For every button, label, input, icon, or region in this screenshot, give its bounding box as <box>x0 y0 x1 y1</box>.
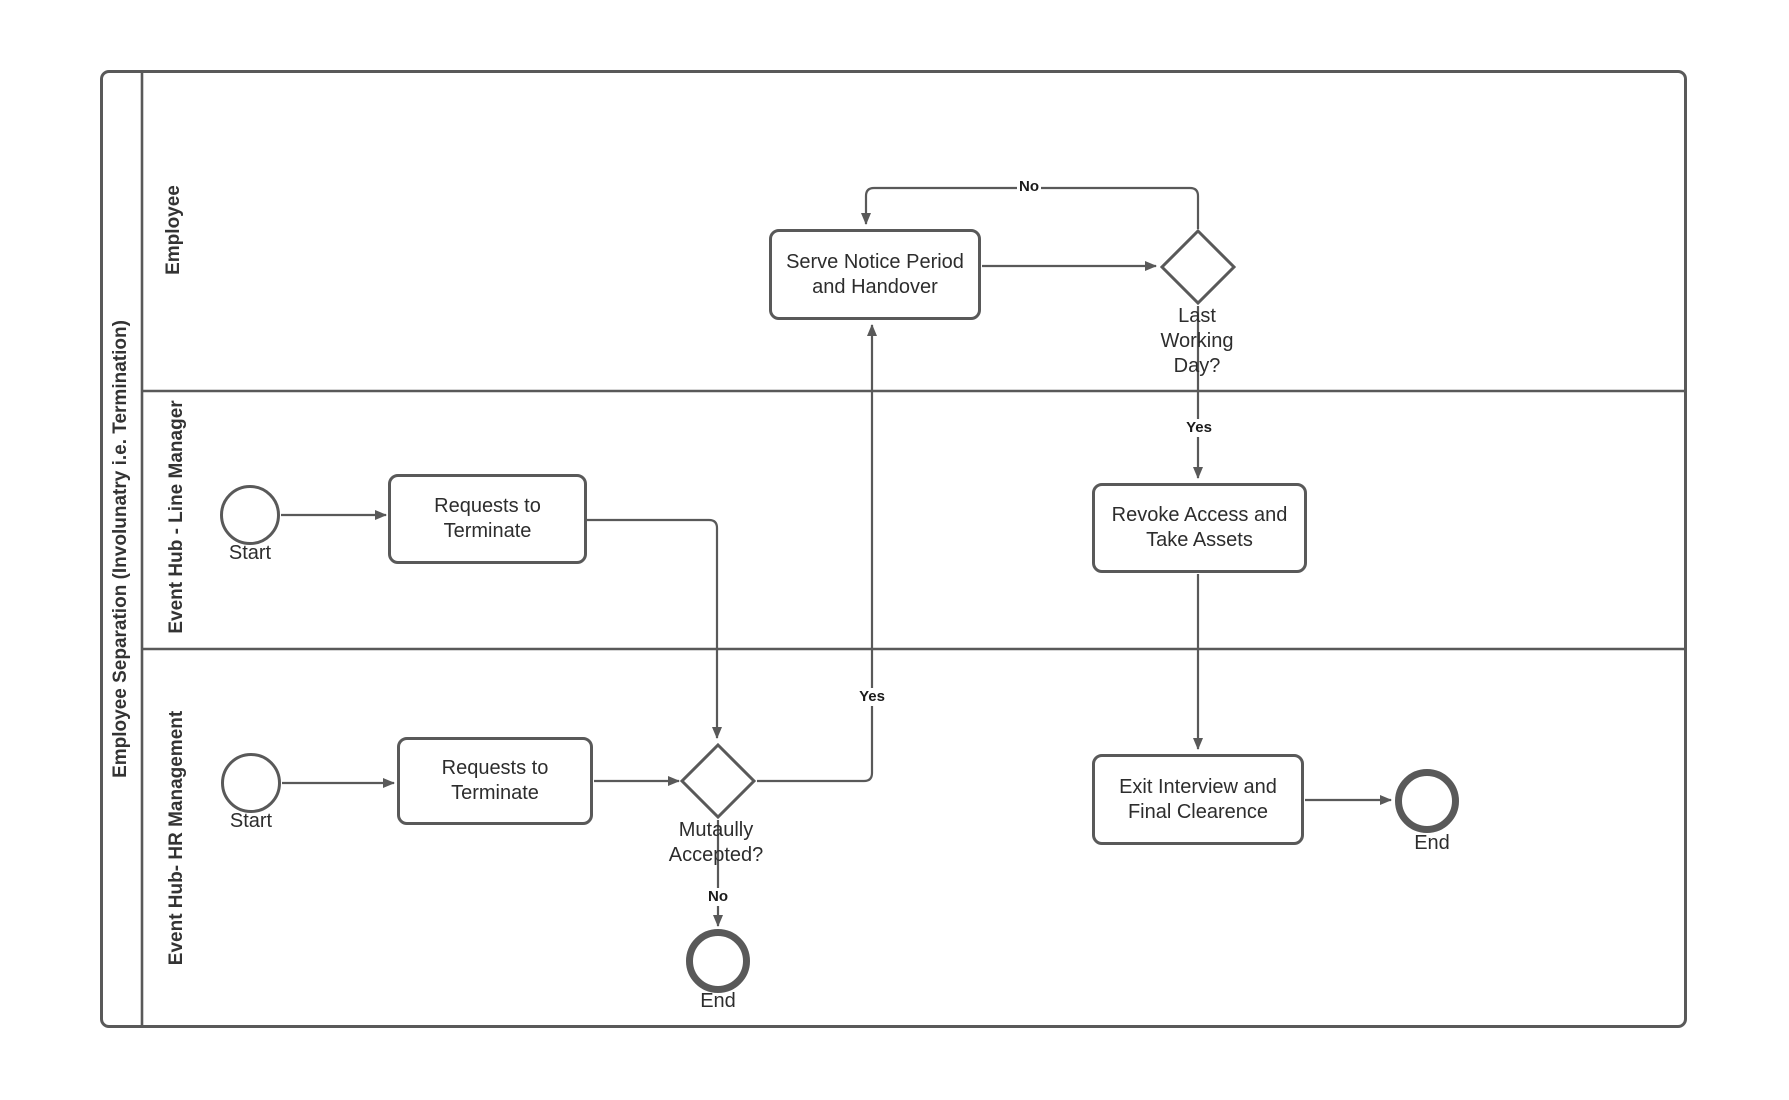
task-serve-notice-label: Serve Notice Period and Handover <box>786 250 964 298</box>
gateway-last-working-day[interactable] <box>1159 228 1237 306</box>
start-event-hr[interactable] <box>221 753 281 813</box>
start-event-line-manager[interactable] <box>220 485 280 545</box>
lane-label-hr-management: Event Hub- HR Management <box>166 710 187 966</box>
task-serve-notice[interactable]: Serve Notice Period and Handover <box>769 229 981 320</box>
gateway-last-working-day-label: Last Working Day? <box>1160 305 1234 377</box>
task-requests-to-terminate-hr-label: Requests to Terminate <box>441 757 549 804</box>
start-event-hr-label: Start <box>229 810 273 832</box>
task-requests-to-terminate-lm[interactable]: Requests to Terminate <box>388 474 587 564</box>
edge-label-no-mutually-accepted: No <box>706 888 730 906</box>
end-event-main-label: End <box>1414 832 1450 854</box>
end-event-hr-label: End <box>700 990 736 1012</box>
gateway-mutually-accepted-label: Mutaully Accepted? <box>668 819 764 866</box>
task-exit-interview-label: Exit Interview and Final Clearence <box>1119 775 1277 823</box>
gateway-diamond-icon <box>679 742 757 820</box>
edge-label-yes-last-working-day: Yes <box>1184 419 1214 437</box>
pool-title: Employee Separation (Involunatry i.e. Te… <box>110 320 131 778</box>
gateway-mutually-accepted[interactable] <box>679 742 757 820</box>
task-requests-to-terminate-lm-label: Requests to Terminate <box>434 495 541 542</box>
flow-gateway-yes-to-serve-notice <box>757 324 877 783</box>
end-event-main[interactable] <box>1395 769 1459 833</box>
task-revoke-access-label: Revoke Access and Take Assets <box>1111 504 1288 551</box>
edge-label-yes-mutually-accepted: Yes <box>857 688 887 706</box>
gateway-diamond-icon <box>1159 228 1237 306</box>
start-event-line-manager-label: Start <box>228 542 272 564</box>
edge-label-no-last-working-day: No <box>1017 178 1041 196</box>
end-event-hr[interactable] <box>686 929 750 993</box>
lane-label-employee: Employee <box>163 185 184 275</box>
task-revoke-access[interactable]: Revoke Access and Take Assets <box>1092 483 1307 573</box>
task-requests-to-terminate-hr[interactable]: Requests to Terminate <box>397 737 593 825</box>
task-exit-interview[interactable]: Exit Interview and Final Clearence <box>1092 754 1304 845</box>
flow-requestlm-to-gateway <box>587 518 722 739</box>
lane-label-line-manager: Event Hub - Line Manager <box>166 400 187 634</box>
